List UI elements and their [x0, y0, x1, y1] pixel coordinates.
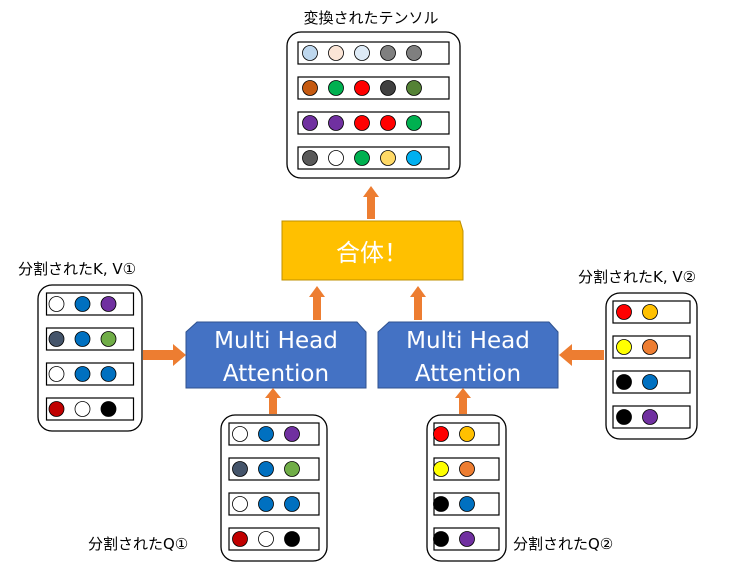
- output-token-dot: [328, 115, 344, 131]
- attention-box-right: Multi Head Attention: [377, 321, 559, 389]
- output-row: [297, 41, 450, 65]
- arrow-q1-to-attention: [265, 388, 281, 414]
- attention-right-line1: Multi Head: [406, 328, 530, 354]
- output-token-dot: [380, 80, 396, 96]
- kv1-token-dot: [74, 366, 91, 382]
- q1-token-dot: [258, 496, 274, 512]
- output-token-dot: [302, 115, 318, 131]
- merge-box: 合体！: [281, 220, 464, 281]
- kv2-token-dot: [616, 339, 632, 355]
- kv1-token-dot: [48, 401, 65, 417]
- kv1-token-dot: [100, 366, 117, 382]
- merge-box-shape: [281, 220, 464, 281]
- kv2-tensor-frame: [605, 292, 698, 440]
- q2-token-dot: [459, 496, 475, 512]
- arrow-kv1-to-attention: [143, 344, 186, 366]
- kv2-token-dot: [642, 374, 658, 390]
- output-token-dot: [406, 45, 422, 61]
- q1-token-dot: [258, 461, 274, 477]
- kv2-token-dot: [642, 304, 658, 320]
- q1-token-dot: [258, 426, 274, 442]
- output-token-dot: [302, 45, 318, 61]
- kv1-token-dot: [48, 296, 65, 312]
- output-row: [297, 146, 450, 170]
- arrow-kv2-to-attention: [559, 344, 604, 366]
- kv1-token-dot: [100, 401, 117, 417]
- q1-token-dot: [232, 426, 248, 442]
- q1-tensor-frame: [220, 414, 328, 562]
- kv1-token-dot: [48, 331, 65, 347]
- q1-token-dot: [232, 531, 248, 547]
- q2-tensor-frame: [426, 414, 507, 562]
- attention-box-left: Multi Head Attention: [185, 321, 367, 389]
- output-token-dot: [328, 150, 344, 166]
- q1-token-dot: [284, 461, 300, 477]
- merge-label: 合体！: [336, 239, 408, 267]
- q2-label: 分割されたQ②: [513, 535, 613, 553]
- q2-token-dot: [433, 426, 449, 442]
- kv2-label: 分割されたK, V②: [578, 268, 696, 286]
- attention-right-line2: Attention: [415, 361, 521, 387]
- q1-token-dot: [284, 496, 300, 512]
- kv1-token-dot: [48, 366, 65, 382]
- output-token-dot: [354, 115, 370, 131]
- q1-label: 分割されたQ①: [88, 535, 188, 553]
- output-token-dot: [302, 80, 318, 96]
- q2-token-dot: [459, 426, 475, 442]
- output-row: [297, 76, 450, 100]
- kv2-token-dot: [642, 339, 658, 355]
- kv1-token-dot: [100, 331, 117, 347]
- q1-token-dot: [284, 531, 300, 547]
- kv1-label: 分割されたK, V①: [18, 260, 136, 278]
- arrow-right-attention-to-merge: [410, 286, 426, 320]
- kv2-token-dot: [616, 374, 632, 390]
- attention-left-line1: Multi Head: [214, 328, 338, 354]
- output-tensor: [286, 31, 461, 179]
- q2-token-dot: [433, 461, 449, 477]
- kv1-tensor-frame: [37, 284, 143, 432]
- output-token-dot: [302, 150, 318, 166]
- output-label: 変換されたテンソル: [303, 9, 438, 27]
- kv2-token-dot: [616, 304, 632, 320]
- q2-token-dot: [459, 531, 475, 547]
- attention-right-shape: [377, 321, 559, 389]
- output-token-dot: [406, 80, 422, 96]
- kv2-token-dot: [642, 409, 658, 425]
- arrow-left-attention-to-merge: [309, 286, 325, 320]
- kv1-token-dot: [74, 401, 91, 417]
- kv1-token-dot: [74, 331, 91, 347]
- output-token-dot: [328, 45, 344, 61]
- kv1-token-dot: [74, 296, 91, 312]
- q2-token-dot: [459, 461, 475, 477]
- kv2-token-dot: [616, 409, 632, 425]
- output-token-dot: [380, 115, 396, 131]
- q1-token-dot: [232, 461, 248, 477]
- output-token-dot: [328, 80, 344, 96]
- output-tensor-frame: [286, 31, 461, 179]
- kv2-tensor: [605, 292, 698, 440]
- output-row: [297, 111, 450, 135]
- q2-token-dot: [433, 496, 449, 512]
- q2-token-dot: [433, 531, 449, 547]
- q2-tensor: [426, 414, 507, 562]
- output-token-dot: [380, 45, 396, 61]
- arrow-merge-to-output: [363, 186, 379, 219]
- q1-token-dot: [258, 531, 274, 547]
- output-token-dot: [406, 150, 422, 166]
- kv1-tensor: [37, 284, 143, 432]
- q1-token-dot: [284, 426, 300, 442]
- arrow-q2-to-attention: [455, 388, 471, 414]
- output-token-dot: [354, 45, 370, 61]
- attention-left-shape: [185, 321, 367, 389]
- output-token-dot: [354, 80, 370, 96]
- output-token-dot: [354, 150, 370, 166]
- q1-token-dot: [232, 496, 248, 512]
- output-token-dot: [406, 115, 422, 131]
- attention-left-line2: Attention: [223, 361, 329, 387]
- output-token-dot: [380, 150, 396, 166]
- kv1-token-dot: [100, 296, 117, 312]
- q1-tensor: [220, 414, 328, 562]
